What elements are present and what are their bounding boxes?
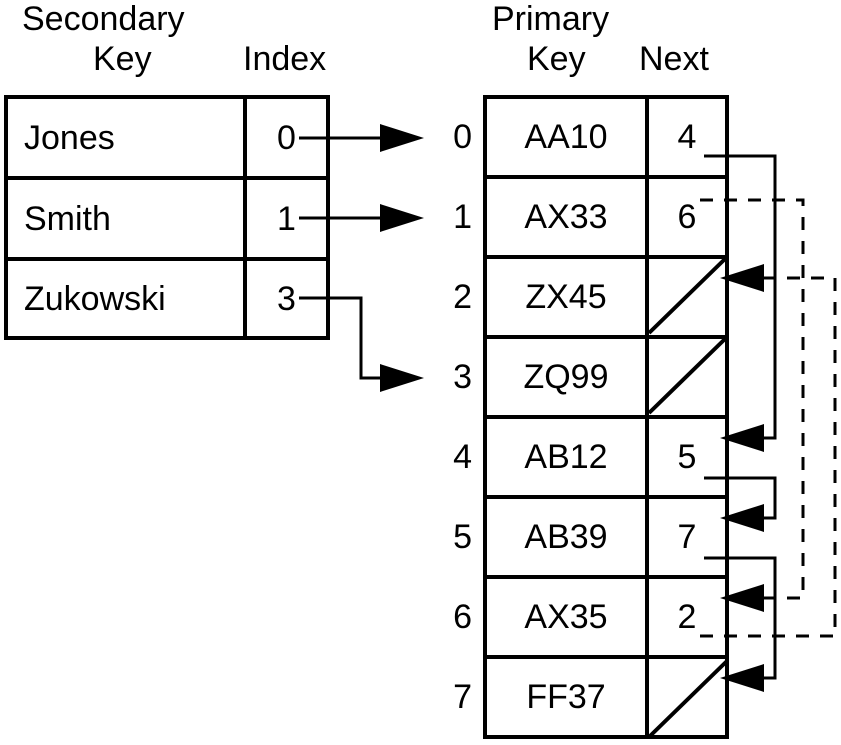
chain-link-slot1-to-slot6 [700, 198, 805, 612]
primary-key-cell: ZX45 [525, 278, 607, 316]
primary-row-divider-6 [483, 575, 729, 579]
primary-key-cell: AB12 [524, 438, 608, 476]
primary-header-key: Key [527, 40, 586, 78]
primary-row-divider-7 [483, 655, 729, 659]
null-slash-slot-3 [647, 335, 729, 415]
chain-link-slot5-to-slot7 [704, 556, 777, 692]
primary-next-cell: 2 [677, 598, 697, 636]
primary-next-cell: 5 [677, 438, 697, 476]
secondary-column-divider [243, 95, 247, 340]
null-slash-slot-7 [647, 659, 729, 739]
primary-slot-label-7: 7 [453, 678, 472, 716]
chain-link-slot6-to-slot2 [700, 264, 837, 638]
primary-key-cell: AA10 [524, 118, 608, 156]
primary-slot-label-0: 0 [453, 118, 472, 156]
primary-header-next: Next [639, 40, 709, 78]
primary-row-divider-2 [483, 255, 729, 259]
secondary-header-key: Key [93, 40, 152, 78]
primary-slot-label-4: 4 [453, 438, 472, 476]
primary-row-divider-4 [483, 415, 729, 419]
secondary-key-cell: Jones [24, 118, 115, 157]
primary-slot-label-6: 6 [453, 598, 472, 636]
primary-key-cell: FF37 [526, 678, 606, 716]
secondary-key-cell: Smith [24, 199, 111, 238]
primary-next-cell: 6 [677, 198, 697, 236]
primary-key-cell: AX35 [524, 598, 608, 636]
primary-row-divider-5 [483, 495, 729, 499]
chain-link-slot0-to-slot4 [704, 154, 777, 452]
index-link-jones-to-slot-0 [299, 124, 424, 152]
secondary-index-cell: 3 [277, 279, 296, 318]
primary-key-cell: ZQ99 [523, 358, 609, 396]
primary-row-divider-3 [483, 335, 729, 339]
primary-row-divider-1 [483, 175, 729, 179]
primary-next-cell: 7 [677, 518, 697, 556]
secondary-header-index: Index [243, 40, 327, 78]
secondary-header-line1: Secondary [22, 0, 185, 38]
primary-key-cell: AX33 [524, 198, 608, 236]
chain-link-slot4-to-slot5 [704, 476, 777, 532]
secondary-key-cell: Zukowski [24, 279, 166, 318]
primary-header-line1: Primary [492, 0, 610, 38]
null-slash-slot-2 [647, 255, 729, 335]
primary-slot-label-3: 3 [453, 358, 472, 396]
primary-slot-label-1: 1 [453, 198, 472, 236]
secondary-index-cell: 0 [277, 118, 296, 157]
primary-key-cell: AB39 [524, 518, 608, 556]
secondary-row-divider-2 [4, 257, 330, 261]
primary-slot-label-2: 2 [453, 278, 472, 316]
index-link-smith-to-slot-1 [299, 204, 424, 232]
secondary-index-cell: 1 [277, 199, 296, 238]
primary-slot-label-5: 5 [453, 518, 472, 556]
index-link-zukowski-to-slot-3 [299, 296, 424, 392]
primary-next-cell: 4 [677, 118, 697, 156]
secondary-row-divider-1 [4, 176, 330, 180]
